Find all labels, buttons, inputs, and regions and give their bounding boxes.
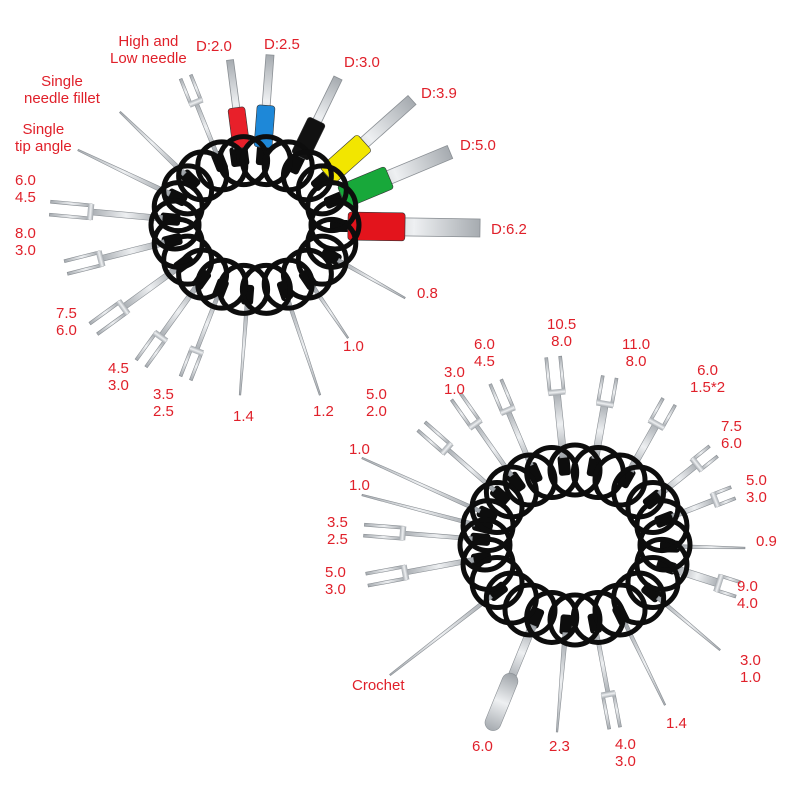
label-6-0-c: 6.0 xyxy=(472,738,493,755)
pin-5-0-2-0 xyxy=(416,420,511,506)
pin-6-0-4-5 xyxy=(48,199,181,226)
label-d-2-5: D:2.5 xyxy=(264,36,300,53)
pin-single-tip-angle xyxy=(77,148,188,207)
pin-crochet xyxy=(389,581,508,677)
pin-10-5-8-0 xyxy=(544,355,571,476)
pin-3-0-1-0 xyxy=(450,392,526,493)
label-d-2-0: D:2.0 xyxy=(196,38,232,55)
pin-d-3-0 xyxy=(287,75,343,175)
ring-bundle-1 xyxy=(148,134,362,316)
label-1-4-b: 1.4 xyxy=(666,715,687,732)
label-1-0-b: 1.0 xyxy=(349,477,370,494)
label-1-0-a: 1.0 xyxy=(349,441,370,458)
label-1-2: 1.2 xyxy=(313,403,334,420)
pin-4-0-3-0 xyxy=(587,612,622,730)
pin-d-2-0 xyxy=(226,59,250,167)
label-d-5-0: D:5.0 xyxy=(460,137,496,154)
label-d-3-9: D:3.9 xyxy=(421,85,457,102)
terminal-tool-set-2 xyxy=(361,355,746,733)
pin-single-needle-fillet xyxy=(119,111,201,190)
pin-2-3 xyxy=(555,614,573,733)
label-1-0: 1.0 xyxy=(343,338,364,355)
pin-5-0-3-0-b xyxy=(365,551,492,588)
label-d-6-2: D:6.2 xyxy=(491,221,527,238)
pin-0-8 xyxy=(320,247,406,300)
label-0-8: 0.8 xyxy=(417,285,438,302)
pin-3-0-1-0-b xyxy=(641,582,721,652)
label-0-9: 0.9 xyxy=(756,533,777,550)
label-1-4: 1.4 xyxy=(233,408,254,425)
label-crochet: Crochet xyxy=(352,677,405,694)
pin-7-5-6-0 xyxy=(88,253,195,336)
pin-8-0-3-0 xyxy=(63,233,183,276)
terminal-tool-set-1 xyxy=(48,54,481,396)
ring-bundle-2 xyxy=(457,442,693,648)
label-d-3-0: D:3.0 xyxy=(344,54,380,71)
label-2-3: 2.3 xyxy=(549,738,570,755)
